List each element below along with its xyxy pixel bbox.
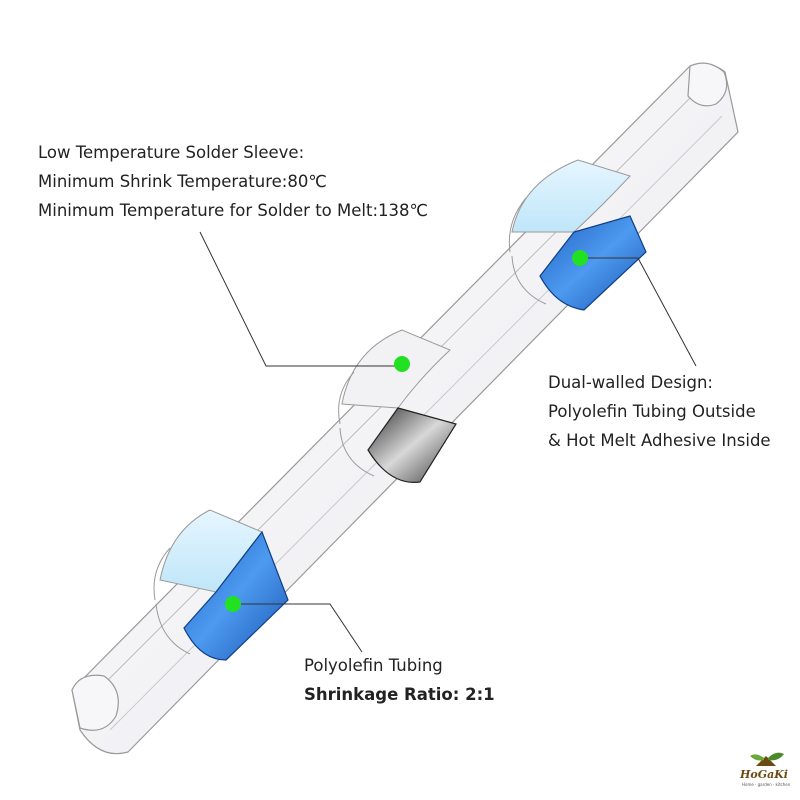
marker-solder xyxy=(394,356,410,372)
marker-dual-wall xyxy=(572,250,588,266)
solder-label-line2: Minimum Shrink Temperature:80℃ xyxy=(38,172,327,191)
logo-name: HoGaKi xyxy=(740,768,788,781)
leader-line-dual-wall xyxy=(580,257,697,367)
adhesive-ring-shell-bottom xyxy=(153,547,191,655)
solder-label-line3: Minimum Temperature for Solder to Melt:1… xyxy=(38,201,429,220)
hogaki-logo-icon xyxy=(750,752,784,766)
adhesive-ring-light-top xyxy=(511,159,631,233)
dual-label-line2: Polyolefin Tubing Outside xyxy=(548,402,756,421)
dual-label-line3: & Hot Melt Adhesive Inside xyxy=(548,431,771,450)
poly-label-line1: Polyolefin Tubing xyxy=(304,656,443,675)
polyolefin-label: Polyolefin Tubing Shrinkage Ratio: 2:1 xyxy=(304,651,495,709)
tube-right-opening xyxy=(687,62,728,107)
solder-sleeve-label: Low Temperature Solder Sleeve: Minimum S… xyxy=(38,138,428,225)
leader-line-solder xyxy=(199,231,402,367)
tube-left-opening xyxy=(71,674,119,731)
dual-label-line1: Dual-walled Design: xyxy=(548,373,713,392)
adhesive-band-top xyxy=(508,159,647,311)
solder-label-line1: Low Temperature Solder Sleeve: xyxy=(38,143,305,162)
logo-tagline: Home · garden · kitchen xyxy=(742,782,791,787)
adhesive-band-bottom xyxy=(153,509,289,661)
solder-ring-shell xyxy=(338,371,375,477)
dual-wall-label: Dual-walled Design: Polyolefin Tubing Ou… xyxy=(548,368,771,455)
leader-line-polyolefin xyxy=(233,603,363,653)
poly-label-line2: Shrinkage Ratio: 2:1 xyxy=(304,685,495,704)
adhesive-ring-blue-bottom xyxy=(183,530,289,661)
adhesive-ring-shell-top xyxy=(508,197,547,305)
solder-ring-gray xyxy=(367,407,457,483)
adhesive-ring-blue-top xyxy=(539,215,647,311)
marker-polyolefin xyxy=(225,596,241,612)
